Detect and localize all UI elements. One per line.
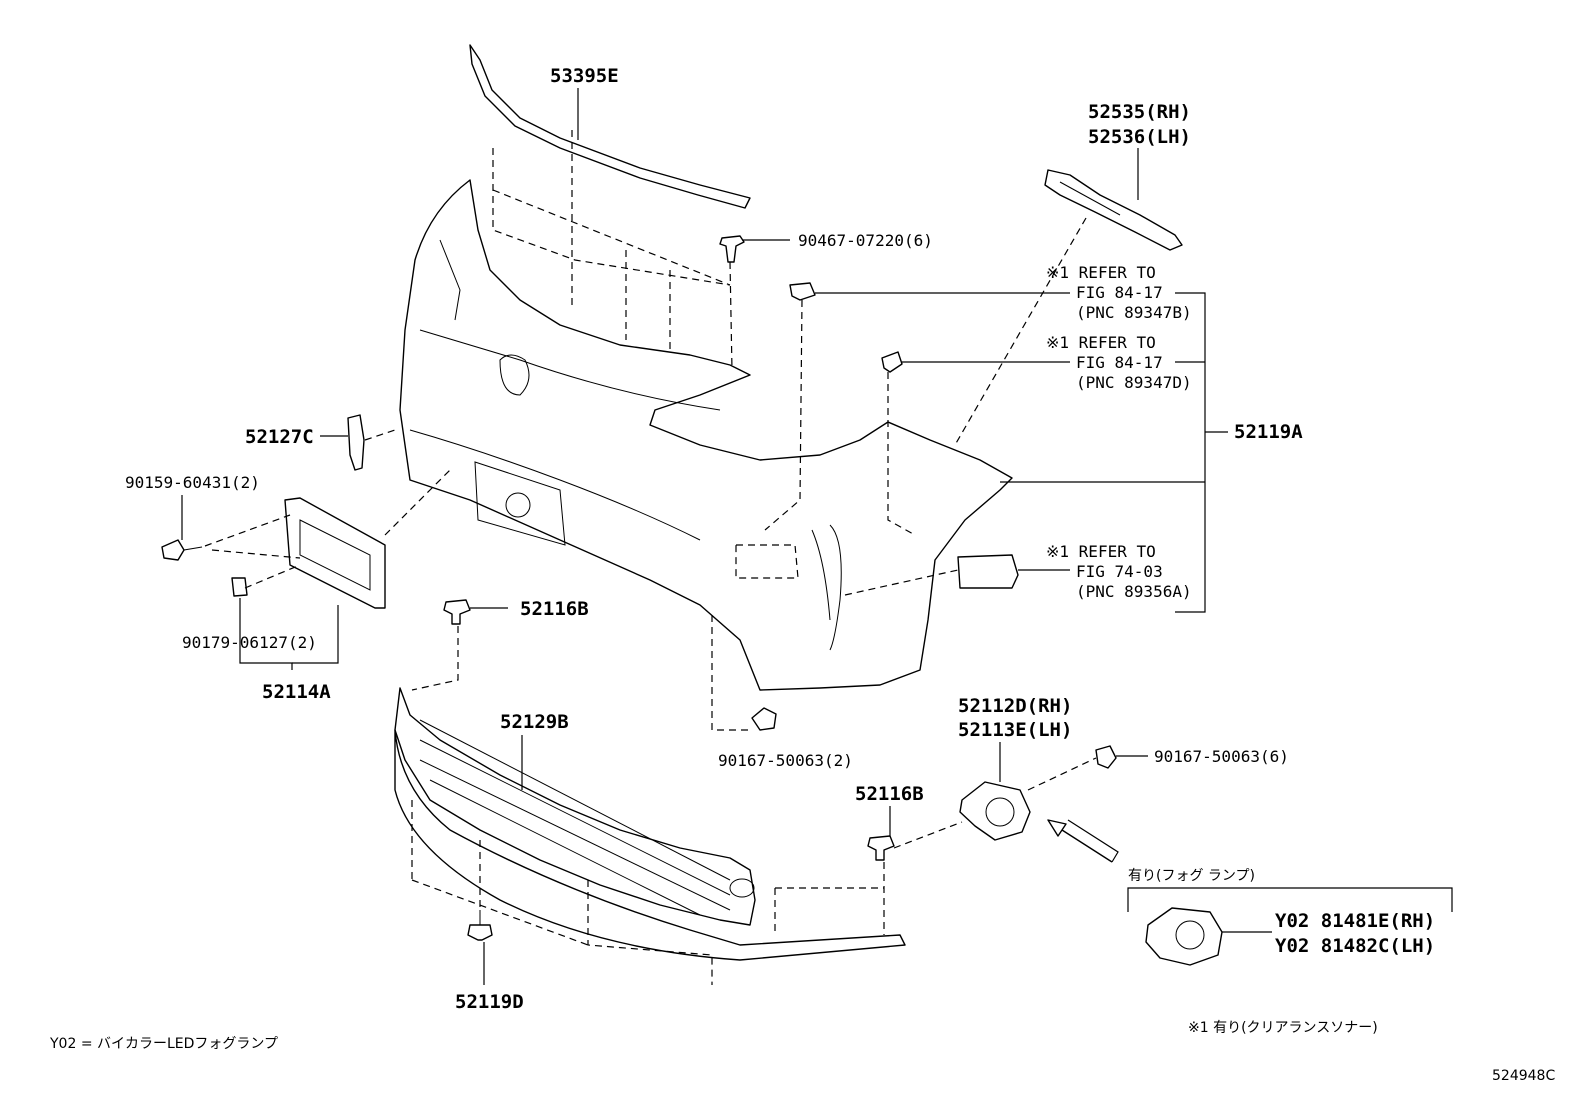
nut-90179 [231, 577, 248, 597]
bumper-cover-52119A [399, 179, 1013, 691]
label-ref3-a: ※1 REFER TO [1046, 542, 1156, 561]
label-52127C: 52127C [245, 426, 314, 448]
fog-bracket-52112D [959, 781, 1031, 841]
label-90167-2: 90167-50063(2) [718, 751, 853, 770]
label-ref2-c: (PNC 89347D) [1076, 373, 1192, 392]
part-labels: 53395E 52535(RH) 52536(LH) 90467-07220(6… [125, 65, 1435, 1013]
lower-grille-52129B [394, 687, 756, 926]
upper-molding-53395E [469, 44, 751, 209]
label-y02-lh: Y02 81482C(LH) [1275, 935, 1435, 957]
sensor-retainer-89347B [789, 282, 816, 301]
license-bracket-52114A [284, 497, 386, 609]
label-52535: 52535(RH) [1088, 101, 1191, 123]
label-90179: 90179-06127(2) [182, 633, 317, 652]
label-52114A: 52114A [262, 681, 331, 703]
label-52113E: 52113E(LH) [958, 719, 1072, 741]
label-52116B-bottom: 52116B [855, 783, 924, 805]
lower-cover-52119D [394, 729, 906, 961]
sensor-retainer-89347D [881, 351, 903, 373]
clip-90467 [719, 235, 745, 263]
label-ref3-b: FIG 74-03 [1076, 562, 1163, 581]
fastener-52119D [467, 910, 493, 941]
label-ref1-b: FIG 84-17 [1076, 283, 1163, 302]
label-52116B-top: 52116B [520, 598, 589, 620]
clearance-sonar-note: ※1 有り(クリアランスソナー) [1188, 1020, 1378, 1036]
label-52112D: 52112D(RH) [958, 695, 1072, 717]
figure-number: 524948C [1492, 1068, 1555, 1084]
view-direction-arrow [1047, 819, 1119, 863]
label-90467: 90467-07220(6) [798, 231, 933, 250]
screw-90167-2 [751, 707, 777, 731]
label-ref1-c: (PNC 89347B) [1076, 303, 1192, 322]
screw-90167-6 [1095, 745, 1117, 769]
bracket-52127C [347, 414, 365, 471]
label-52119D: 52119D [455, 991, 524, 1013]
clip-52116B-bottom [867, 835, 895, 861]
label-fog-heading: 有り(フォグ ランプ) [1128, 868, 1255, 884]
label-ref2-a: ※1 REFER TO [1046, 333, 1156, 352]
leader-lines [181, 88, 1272, 985]
label-53395E: 53395E [550, 65, 619, 87]
label-ref3-c: (PNC 89356A) [1076, 582, 1192, 601]
label-52129B: 52129B [500, 711, 569, 733]
label-52536: 52536(LH) [1088, 126, 1191, 148]
sensor-cover-89356A [957, 554, 1019, 589]
assembly-lines [204, 130, 1097, 985]
label-ref2-b: FIG 84-17 [1076, 353, 1163, 372]
screw-90159 [161, 539, 203, 561]
side-bracket-52535 [1044, 169, 1183, 251]
footnotes: Y02 = バイカラーLEDフォグランプ ※1 有り(クリアランスソナー) 52… [49, 1020, 1555, 1084]
fog-lamp-option [1127, 887, 1453, 966]
clip-52116B-top [443, 599, 471, 625]
label-ref1-a: ※1 REFER TO [1046, 263, 1156, 282]
label-52119A: 52119A [1234, 421, 1303, 443]
label-90159: 90159-60431(2) [125, 473, 260, 492]
y02-legend: Y02 = バイカラーLEDフォグランプ [49, 1036, 278, 1052]
label-90167-6: 90167-50063(6) [1154, 747, 1289, 766]
label-y02-rh: Y02 81481E(RH) [1275, 910, 1435, 932]
